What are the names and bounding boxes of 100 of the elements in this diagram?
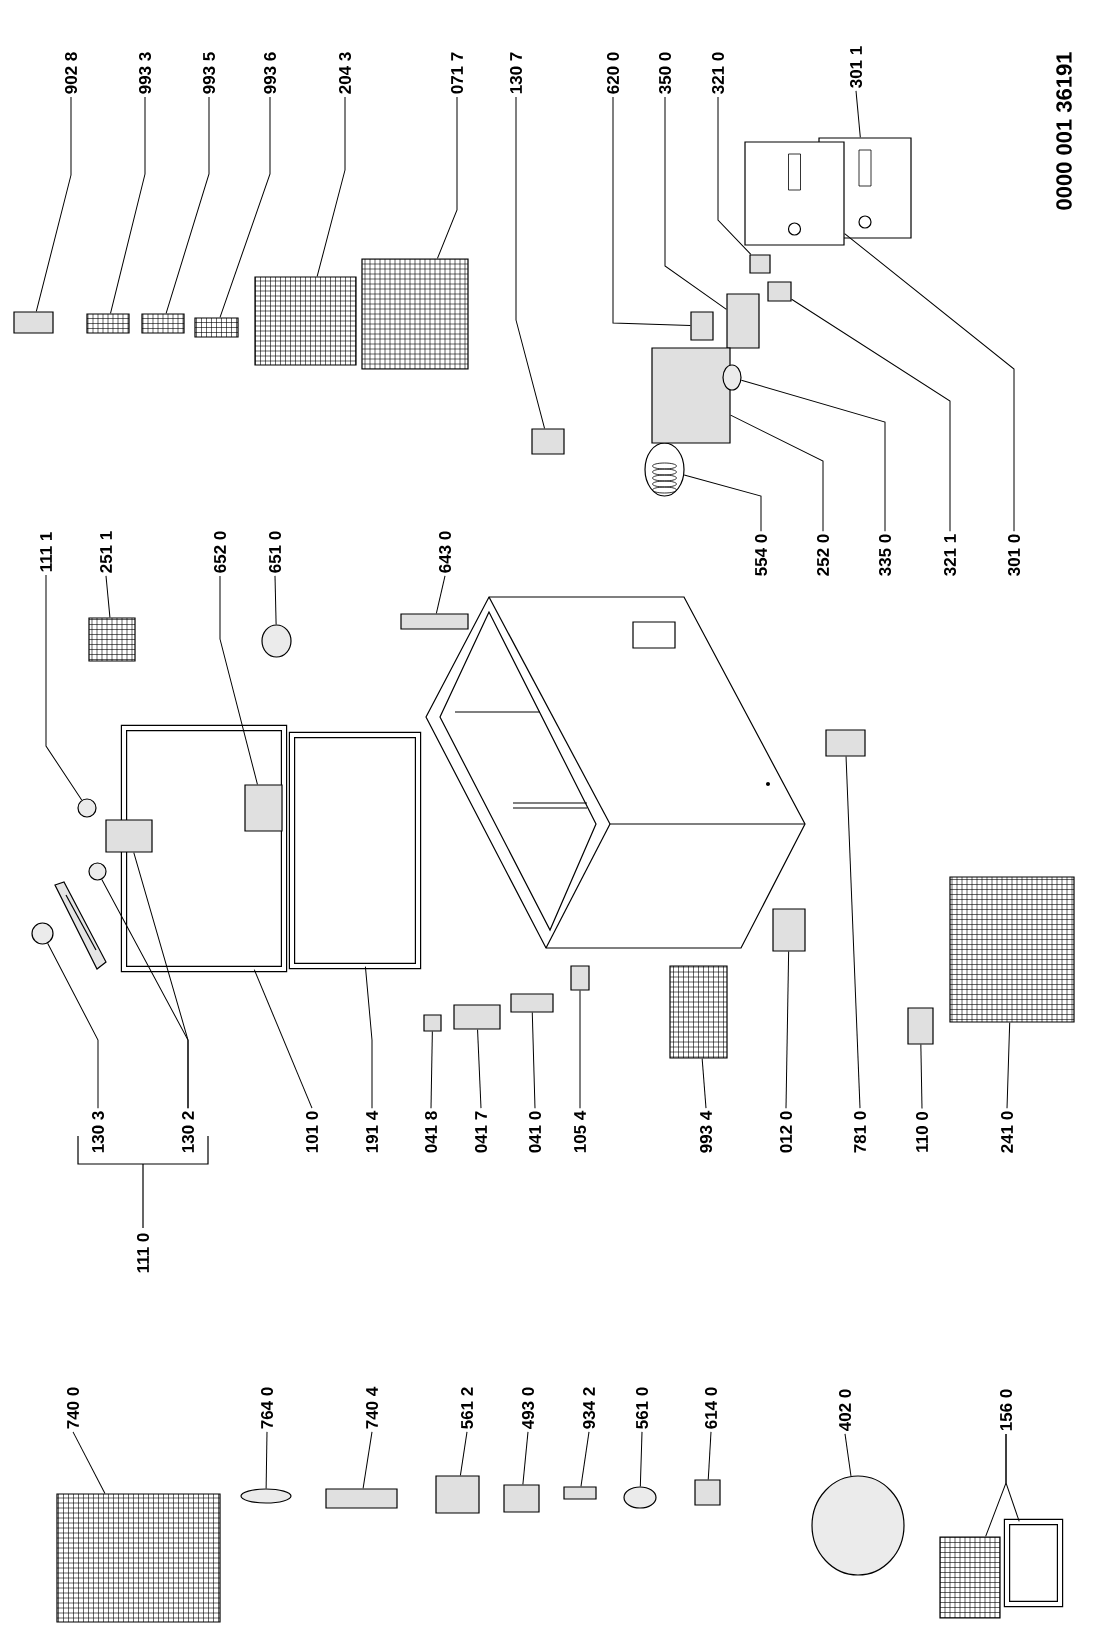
callout-number: 620 0: [607, 52, 619, 94]
grille-drawing: [86, 313, 130, 334]
leader-line: [531, 1012, 536, 1109]
leader-line: [316, 96, 346, 277]
part-drawing: [423, 1014, 442, 1032]
grille-drawing: [194, 317, 239, 338]
leader-line: [515, 96, 546, 429]
round-part-drawing: [240, 1488, 292, 1504]
callout-number: 561 0: [636, 1387, 648, 1429]
leader-line: [683, 474, 762, 532]
part-drawing: [690, 311, 714, 341]
callout-number: 251 1: [100, 531, 112, 573]
part-drawing: [907, 1007, 934, 1045]
part-drawing: [531, 428, 565, 455]
callout-number: 740 4: [366, 1386, 378, 1429]
callout-number: 301 1: [850, 46, 863, 88]
leader-line: [219, 575, 258, 785]
frame-drawing: [120, 724, 288, 973]
callout-number: 781 0: [854, 1111, 866, 1153]
callout-number: 651 0: [269, 531, 281, 573]
part-drawing: [435, 1475, 480, 1514]
part-drawing: [13, 311, 54, 334]
callout-number: 350 0: [659, 52, 672, 94]
leader-line: [253, 969, 313, 1109]
part-drawing: [749, 254, 771, 274]
part-drawing: [694, 1479, 721, 1506]
leader-line: [844, 233, 1015, 532]
grille-drawing: [361, 258, 469, 370]
round-part-drawing: [623, 1486, 657, 1509]
leader-line: [436, 96, 458, 259]
leader-line: [219, 96, 271, 318]
grille-drawing: [56, 1493, 221, 1623]
callout-number: 130 2: [182, 1111, 195, 1153]
leader-line: [664, 96, 727, 310]
callout-number: 643 0: [439, 531, 452, 573]
callout-number: 321 0: [712, 52, 725, 94]
leader-line: [717, 96, 752, 255]
leader-line: [477, 1029, 482, 1109]
leader-line: [522, 1431, 529, 1485]
callout-number: 902 8: [65, 52, 77, 94]
callout-number: 041 0: [529, 1111, 541, 1153]
callout-number: 993 3: [139, 52, 152, 94]
callout-number: 130 7: [510, 52, 523, 94]
callout-number: 130 3: [92, 1111, 105, 1153]
grille-drawing: [254, 276, 357, 366]
part-drawing: [767, 281, 792, 302]
callout-number: 101 0: [306, 1111, 318, 1153]
part-drawing: [400, 613, 469, 630]
leader-line: [707, 1431, 712, 1480]
callout-number: 156 0: [1000, 1389, 1012, 1431]
part-drawing: [453, 1004, 501, 1030]
leader-line: [845, 756, 861, 1109]
leader-line: [362, 1431, 373, 1489]
part-drawing: [772, 908, 806, 952]
leader-line: [844, 1433, 852, 1477]
leader-line: [612, 96, 691, 327]
leader-line: [45, 574, 83, 801]
grille-drawing: [88, 617, 136, 662]
callout-number: 012 0: [780, 1111, 792, 1153]
leader-line: [435, 575, 446, 614]
leader-line: [730, 414, 824, 532]
leader-line: [110, 96, 146, 314]
part-drawing: [825, 729, 866, 757]
callout-number: 110 0: [916, 1111, 928, 1152]
leader-line: [920, 1044, 923, 1110]
callout-number: 764 0: [261, 1387, 273, 1429]
callout-number: 301 0: [1008, 534, 1021, 576]
callout-number: 041 7: [475, 1111, 487, 1153]
callout-number: 493 0: [522, 1387, 535, 1430]
callout-number: 0000 001 36191: [1056, 52, 1072, 210]
frame-drawing: [1003, 1518, 1064, 1608]
round-part-drawing: [811, 1475, 905, 1576]
part-drawing: [325, 1488, 398, 1509]
callout-number: 554 0: [755, 534, 767, 576]
part-drawing: [503, 1484, 540, 1513]
callout-number: 111 0: [137, 1233, 149, 1273]
callout-number: 241 0: [1001, 1111, 1013, 1153]
callout-number: 993 5: [203, 52, 216, 94]
leader-line: [47, 942, 99, 1109]
round-part-drawing: [261, 624, 292, 658]
leader-line: [165, 96, 210, 314]
leader-line: [579, 990, 581, 1109]
grille-drawing: [141, 313, 185, 334]
round-part-drawing: [88, 862, 107, 881]
leader-line: [274, 575, 277, 625]
round-part-drawing: [77, 798, 97, 818]
leader-line: [430, 1031, 433, 1109]
leader-line: [105, 575, 111, 618]
part-drawing: [726, 293, 760, 349]
leader-line: [639, 1431, 643, 1487]
part-drawing: [244, 784, 283, 832]
callout-number: 614 0: [705, 1387, 717, 1429]
leader-line: [785, 951, 790, 1109]
callout-number: 071 7: [451, 52, 463, 94]
callout-number: 321 1: [944, 534, 957, 576]
leader-line: [265, 1431, 268, 1489]
leader-line: [701, 1058, 707, 1109]
callout-number: 041 8: [425, 1111, 437, 1153]
leader-line: [580, 1431, 590, 1487]
leader-line: [740, 379, 886, 532]
